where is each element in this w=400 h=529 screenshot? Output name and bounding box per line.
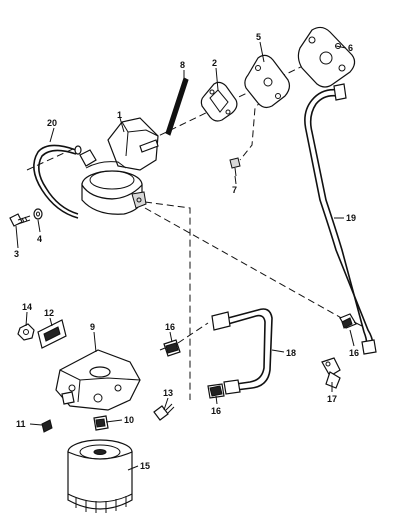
callout-16-center: 16	[165, 322, 175, 332]
part-6-plate	[297, 26, 356, 88]
callout-15: 15	[140, 461, 150, 471]
callout-4: 4	[37, 234, 42, 244]
part-4-washer	[33, 208, 43, 220]
part-15-filter	[67, 439, 133, 513]
callout-17: 17	[327, 394, 337, 404]
guide-pump-to-line-16	[144, 201, 191, 400]
part-19-fuel-line	[304, 83, 377, 355]
callout-5: 5	[256, 32, 261, 42]
callout-11: 11	[16, 419, 26, 429]
part-16-fitting-lower	[207, 383, 225, 399]
part-18-fuel-line	[211, 308, 273, 395]
part-14-nut	[17, 323, 35, 341]
part-2-gasket	[200, 81, 238, 122]
callout-14: 14	[22, 302, 32, 312]
part-1-fuel-pump	[79, 117, 159, 215]
part-8-push-rod	[165, 77, 189, 136]
callout-6: 6	[348, 43, 353, 53]
part-9-filter-head	[55, 349, 141, 411]
part-13-bolt	[153, 403, 175, 421]
callout-9: 9	[90, 322, 95, 332]
callout-18: 18	[286, 348, 296, 358]
part-16-fitting-center	[159, 339, 181, 357]
callout-labels: 1 2 3 4 5 6 7 8 9 10 11 12 13 14 15 16 1…	[14, 32, 359, 471]
guide-pump-to-flange	[149, 47, 341, 141]
part-12-plate	[37, 319, 67, 349]
callout-2: 2	[212, 58, 217, 68]
callout-16-lower: 16	[211, 406, 221, 416]
callout-16-right: 16	[349, 348, 359, 358]
part-16-fitting-right	[339, 313, 363, 329]
part-5-gasket-plate	[244, 54, 291, 109]
part-11-screw	[41, 419, 53, 433]
assembly-guide-lines	[26, 47, 346, 400]
callout-3: 3	[14, 249, 19, 259]
guide-fitting-to-line	[177, 322, 209, 344]
part-7-screw	[229, 157, 241, 177]
callout-8: 8	[180, 60, 185, 70]
callout-12: 12	[44, 308, 54, 318]
part-3-bolt	[9, 213, 31, 227]
callout-7: 7	[232, 185, 237, 195]
part-10-nipple	[93, 415, 109, 431]
guide-to-screw-7	[239, 99, 263, 161]
callout-19: 19	[346, 213, 356, 223]
callout-1: 1	[117, 110, 122, 120]
callout-13: 13	[163, 388, 173, 398]
callout-10: 10	[124, 415, 134, 425]
leader-lines	[15, 41, 355, 471]
part-17-elbow	[321, 357, 341, 389]
guide-pump-to-fitting	[144, 207, 346, 321]
callout-20: 20	[47, 118, 57, 128]
part-20-hose	[33, 144, 82, 219]
